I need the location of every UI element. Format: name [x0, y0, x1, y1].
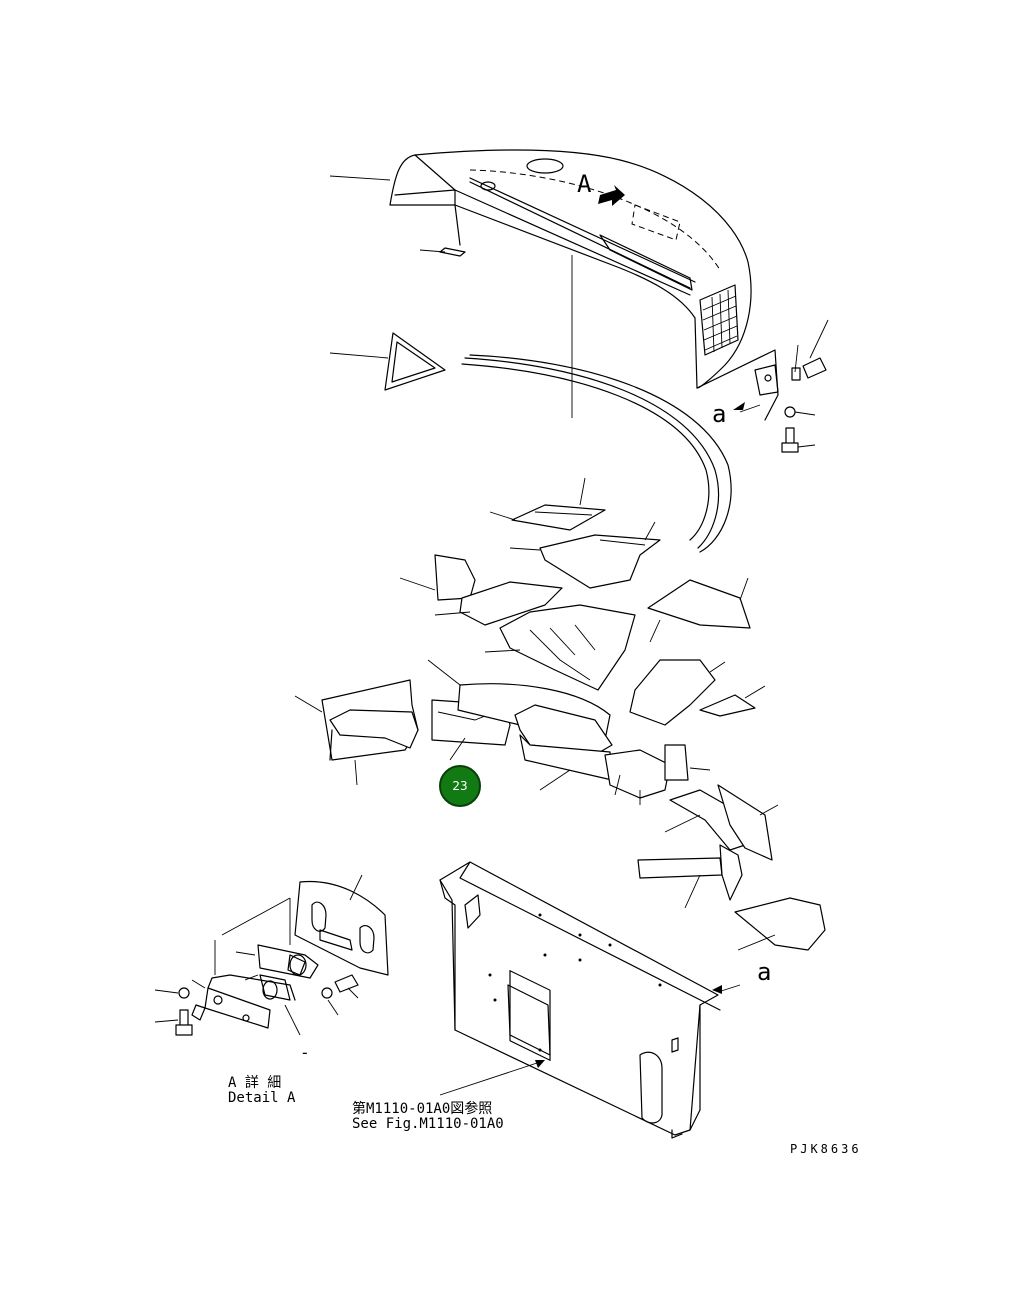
part-callout-number: 23: [452, 779, 468, 793]
dash-mark: -: [300, 1043, 310, 1062]
part-callout-23[interactable]: 23: [439, 765, 481, 807]
side-panel: [439, 861, 741, 1139]
view-label-a-upper: A: [577, 170, 592, 198]
hood-direction-arrow: [598, 185, 625, 206]
drawing-code: PJK8636: [790, 1142, 862, 1156]
detail-label-en: Detail A: [228, 1090, 296, 1106]
lower-insulation-row: [294, 659, 826, 951]
reference-label-en: See Fig.M1110-01A0: [352, 1116, 504, 1132]
detail-a-assembly: [154, 874, 389, 1036]
hood-grille: [699, 284, 739, 356]
reference-label-jp: 第M1110-01A0図参照: [352, 1101, 493, 1117]
hood-seal: [329, 332, 732, 553]
detail-label-jp: A 詳 細: [228, 1075, 282, 1091]
view-label-a-lower: a: [757, 958, 772, 986]
view-label-a-lower-right: a: [712, 400, 727, 428]
bracket-assembly-right: [696, 319, 829, 453]
engine-hood: [329, 149, 752, 389]
insulation-pads: [399, 477, 766, 726]
